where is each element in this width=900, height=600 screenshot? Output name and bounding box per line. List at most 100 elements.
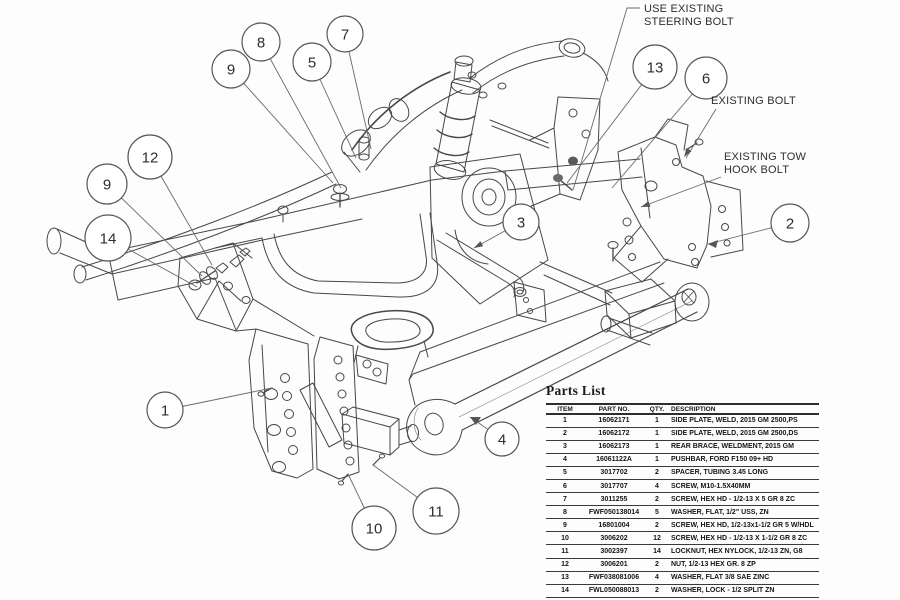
callout-2: 2 [770,203,810,243]
svg-text:13: 13 [647,60,664,77]
cell-part-no: 3017707 [584,479,644,494]
cell-item: 12 [546,558,584,572]
parts-list-header-row: ITEM PART NO. QTY. DESCRIPTION [546,404,819,415]
svg-text:8: 8 [257,35,265,52]
parts-list-row: 2 16062172 1 SIDE PLATE, WELD, 2015 GM 2… [546,427,819,441]
callout-9-top: 9 [211,49,251,89]
callout-6: 6 [684,56,728,100]
cell-description: LOCKNUT, HEX NYLOCK, 1/2-13 ZN, G8 [670,544,819,559]
cell-description: SCREW, M10-1.5X40MM [670,479,819,494]
parts-list-row: 9 16801004 2 SCREW, HEX HD, 1/2-13x1-1/2… [546,518,819,533]
callout-13: 13 [632,44,678,90]
svg-text:7: 7 [341,27,349,44]
svg-text:5: 5 [308,55,316,72]
cell-item: 8 [546,505,584,520]
column-header-qty: QTY. [644,404,670,415]
svg-text:3: 3 [517,215,525,232]
cell-description: REAR BRACE, WELDMENT, 2015 GM [670,440,819,454]
parts-list-row: 3 16062173 1 REAR BRACE, WELDMENT, 2015 … [546,440,819,454]
svg-text:14: 14 [100,231,117,248]
cell-part-no: 16801004 [584,518,644,533]
parts-list-row: 11 3002397 14 LOCKNUT, HEX NYLOCK, 1/2-1… [546,544,819,559]
cell-qty: 2 [644,584,670,598]
parts-list-row: 6 3017707 4 SCREW, M10-1.5X40MM [546,479,819,494]
side-plate-right [313,336,360,480]
cell-description: SPACER, TUBING 3.45 LONG [670,466,819,480]
cell-description: PUSHBAR, FORD F150 09+ HD [670,453,819,467]
parts-list-table: ITEM PART NO. QTY. DESCRIPTION 1 1606217… [546,403,819,598]
cell-qty: 2 [644,466,670,480]
column-header-description: DESCRIPTION [670,404,819,415]
cell-part-no: FWF050138014 [584,505,644,520]
cell-item: 6 [546,479,584,494]
column-header-part-no: PART NO. [584,404,644,415]
cell-item: 11 [546,544,584,559]
cell-qty: 5 [644,505,670,520]
callout-12: 12 [127,134,173,180]
right-receiver [600,278,677,346]
diagonal-brace-small [299,382,343,448]
cell-qty: 1 [644,414,670,428]
cell-qty: 2 [644,518,670,533]
callout-11: 11 [412,487,460,535]
svg-text:6: 6 [702,71,710,88]
annotation-line: EXISTING TOW [724,151,807,163]
steering-knuckle [433,55,550,180]
cell-description: SIDE PLATE, WELD, 2015 GM 2500,PS [670,414,819,428]
svg-text:4: 4 [498,432,506,449]
parts-list-row: 14 FWL050088013 2 WASHER, LOCK - 1/2 SPL… [546,584,819,598]
parts-list-row: 8 FWF050138014 5 WASHER, FLAT, 1/2" USS,… [546,505,819,520]
pushbar-left-lug [406,399,463,456]
cell-qty: 4 [644,479,670,494]
cell-part-no: 3002397 [584,544,644,559]
annotation-use-existing-steering-bolt: USE EXISTING STEERING BOLT [644,3,734,28]
pushbar-right-lug [674,282,710,322]
cell-qty: 12 [644,531,670,546]
parts-list-title: Parts List [546,383,606,398]
cell-item: 14 [546,584,584,598]
receiver-box [341,406,419,456]
annotation-line: EXISTING BOLT [711,95,796,107]
cell-description: WASHER, FLAT 3/8 SAE ZINC [670,571,819,585]
pushbar-crossbar [408,261,665,406]
cell-description: NUT, 1/2-13 HEX GR. 8 ZP [670,558,819,572]
leader-arrowheads [470,147,718,425]
cell-description: WASHER, FLAT, 1/2" USS, ZN [670,505,819,520]
callout-9-left: 9 [86,163,128,205]
column-header-item: ITEM [546,404,584,415]
cell-part-no: 16062171 [584,414,644,428]
cell-qty: 2 [644,492,670,507]
frame-top-bolts [277,136,370,223]
parts-list-row: 10 3006202 12 SCREW, HEX HD - 1/2-13 X 1… [546,531,819,546]
svg-text:9: 9 [103,177,111,194]
rear-bracket-plate [521,96,601,211]
svg-text:10: 10 [366,521,383,538]
callout-8: 8 [241,22,281,62]
annotation-line: HOOK BOLT [724,163,790,176]
cell-qty: 4 [644,571,670,585]
parts-list-row: 7 3011255 2 SCREW, HEX HD - 1/2-13 X 5 G… [546,492,819,507]
cell-description: SCREW, HEX HD - 1/2-13 X 5 GR 8 ZC [670,492,819,507]
cell-part-no: FWF038081006 [584,571,644,585]
parts-list-body: 1 16062171 1 SIDE PLATE, WELD, 2015 GM 2… [546,414,819,598]
callout-3: 3 [502,203,540,241]
cell-part-no: 3011255 [584,492,644,507]
cell-item: 2 [546,427,584,441]
cell-part-no: 3006201 [584,558,644,572]
rear-brace-strut [436,232,547,323]
annotation-line: USE EXISTING [644,3,724,15]
cell-item: 4 [546,453,584,467]
callout-5: 5 [292,42,332,82]
parts-list-panel: Parts List ITEM PART NO. QTY. DESCRIPTIO… [546,383,819,598]
svg-text:2: 2 [786,216,794,233]
callout-4: 4 [484,421,520,457]
svg-text:12: 12 [142,150,159,167]
annotation-line: STEERING BOLT [644,15,734,28]
cell-item: 3 [546,440,584,454]
cell-part-no: 3006202 [584,531,644,546]
svg-text:9: 9 [227,62,235,79]
cell-description: SIDE PLATE, WELD, 2015 GM 2500,DS [670,427,819,441]
cell-item: 13 [546,571,584,585]
cell-description: WASHER, LOCK - 1/2 SPLIT ZN [670,584,819,598]
